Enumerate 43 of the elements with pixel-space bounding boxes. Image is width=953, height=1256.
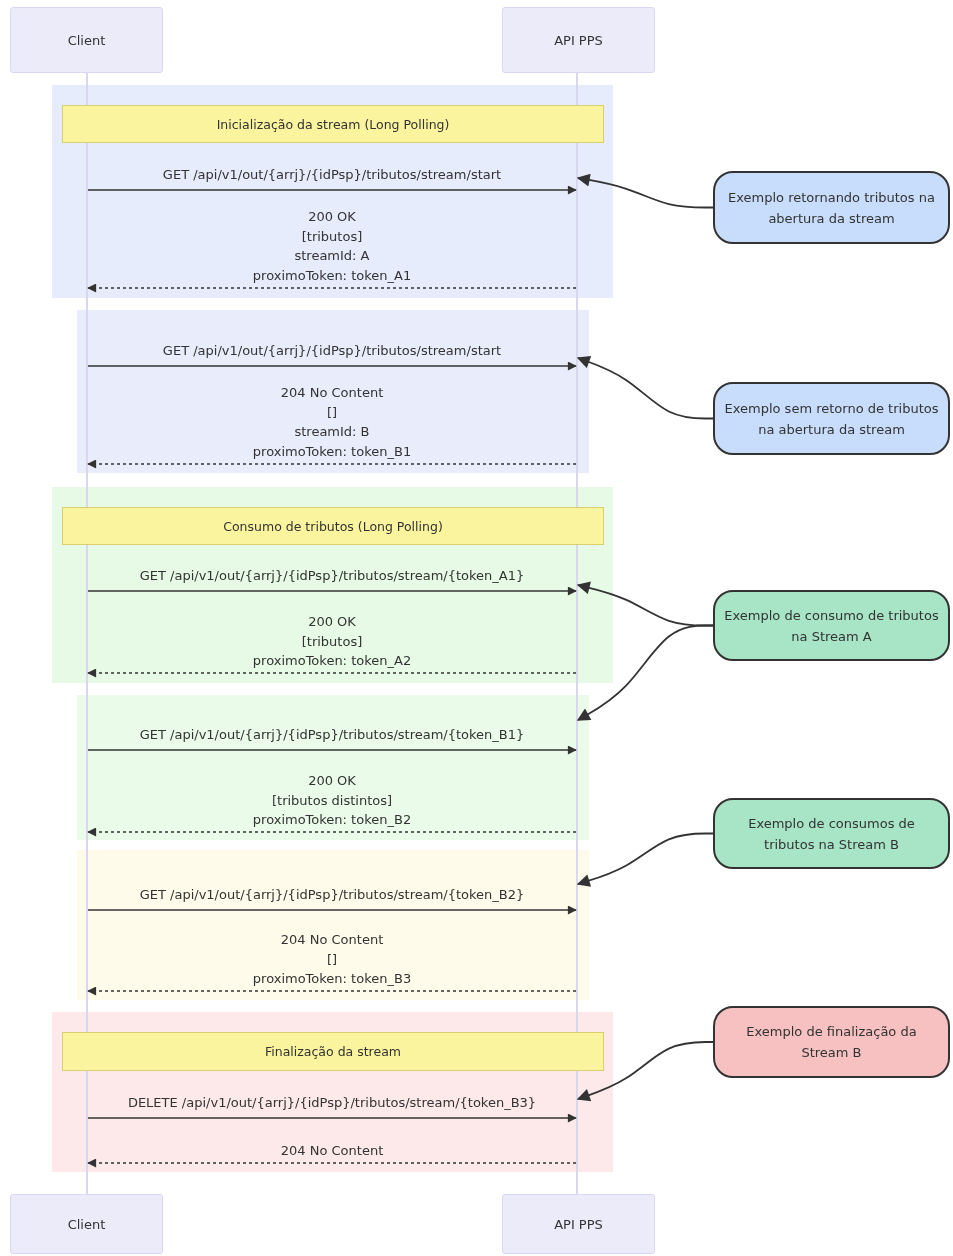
participant-box: API PPS (502, 7, 655, 73)
note-box: Inicialização da stream (Long Polling) (62, 105, 604, 143)
lifeline (86, 73, 88, 1194)
message-label: 204 No Content (280, 1141, 384, 1160)
message-label: GET /api/v1/out/{arrj}/{idPsp}/tributos/stream/start (162, 165, 502, 184)
lifeline (576, 73, 578, 1194)
message-label: 200 OK [tributos distintos] proximoToken: token_B2 (252, 771, 412, 829)
participant-box: Client (10, 7, 163, 73)
callout-box: Exemplo de consumos de tributos na Stream B (713, 798, 950, 869)
callout-box: Exemplo retornando tributos na abertura da stream (713, 171, 950, 244)
callout-box: Exemplo de consumo de tributos na Stream A (713, 590, 950, 661)
message-label: GET /api/v1/out/{arrj}/{idPsp}/tributos/stream/{token_A1} (139, 566, 525, 585)
message-arrow (87, 185, 577, 195)
note-box: Consumo de tributos (Long Polling) (62, 507, 604, 545)
callout-arrow (576, 832, 714, 887)
callout-box: Exemplo de finalização da Stream B (713, 1006, 950, 1078)
message-arrow (87, 905, 577, 915)
message-arrow (87, 745, 577, 755)
message-label: GET /api/v1/out/{arrj}/{idPsp}/tributos/stream/{token_B2} (139, 885, 525, 904)
message-label: 200 OK [tributos] proximoToken: token_A2 (252, 612, 412, 670)
callout-arrow (576, 173, 714, 209)
message-arrow (87, 1113, 577, 1123)
callout-arrow (576, 355, 714, 420)
message-label: GET /api/v1/out/{arrj}/{idPsp}/tributos/stream/start (162, 341, 502, 360)
callout-arrow (576, 1041, 714, 1102)
reply-arrow (87, 986, 577, 996)
reply-arrow (87, 668, 577, 678)
reply-arrow (87, 283, 577, 293)
participant-box: API PPS (502, 1194, 655, 1254)
message-label: DELETE /api/v1/out/{arrj}/{idPsp}/tributos/stream/{token_B3} (127, 1093, 537, 1112)
reply-arrow (87, 827, 577, 837)
message-label: 204 No Content [] proximoToken: token_B3 (252, 930, 412, 988)
note-box: Finalização da stream (62, 1032, 604, 1071)
callout-arrow (576, 624, 714, 721)
reply-arrow (87, 459, 577, 469)
message-arrow (87, 586, 577, 596)
message-label: GET /api/v1/out/{arrj}/{idPsp}/tributos/stream/{token_B1} (139, 725, 525, 744)
participant-box: Client (10, 1194, 163, 1254)
message-label: 204 No Content [] streamId: B proximoToken: token_B1 (252, 384, 412, 461)
callout-box: Exemplo sem retorno de tributos na abertura da stream (713, 382, 950, 455)
message-arrow (87, 361, 577, 371)
message-label: 200 OK [tributos] streamId: A proximoToken: token_A1 (252, 208, 412, 285)
reply-arrow (87, 1158, 577, 1168)
